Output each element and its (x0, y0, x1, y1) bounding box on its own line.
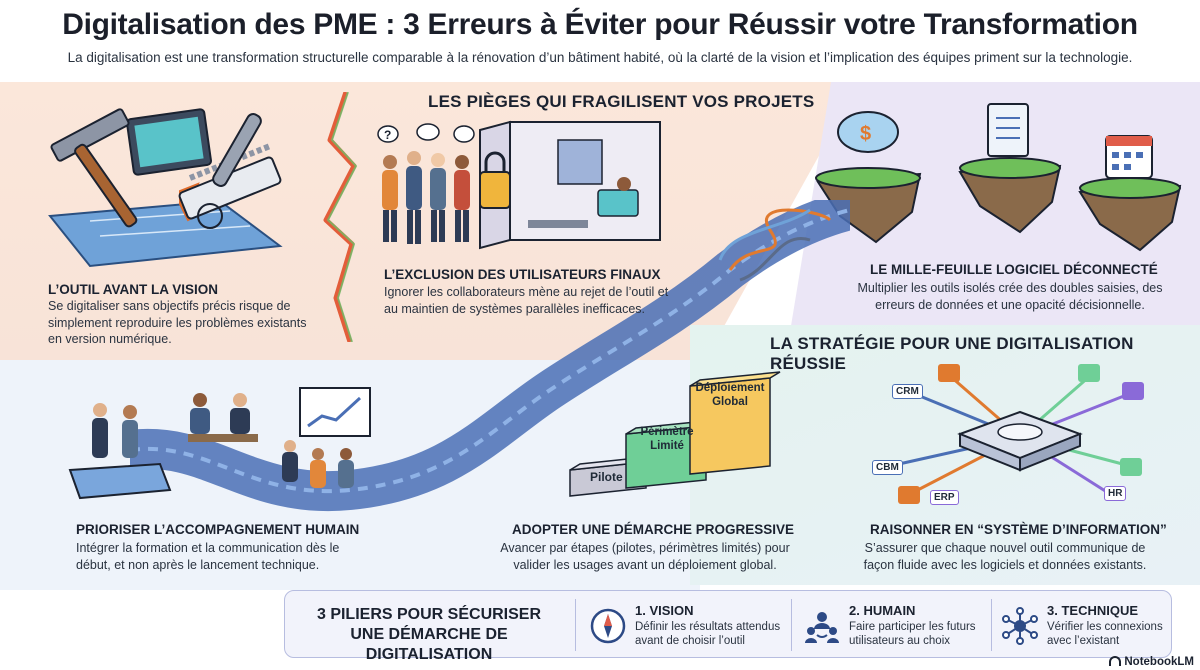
step-perimetre-line2: Limité (650, 439, 684, 452)
pillar-divider (991, 599, 992, 651)
strategy-heading: LA STRATÉGIE POUR UNE DIGITALISATION RÉU… (770, 334, 1134, 373)
team-meeting-icon (68, 387, 371, 500)
information-system-hub: CRM CBM ERP HR (870, 362, 1170, 512)
step-deploiement-label: Déploiement Global (692, 382, 768, 410)
road-path-icon (130, 200, 850, 512)
page-subtitle: La digitalisation est une transformation… (67, 50, 1133, 65)
strategy-title-system: RAISONNER EN “SYSTÈME D’INFORMATION” (870, 522, 1167, 537)
pillar-vision: 1. VISION Définir les résultats attendus… (585, 601, 785, 651)
steps-blocks (569, 371, 781, 497)
pillar-technical: 3. TECHNIQUE Vérifier les connexions ave… (997, 601, 1167, 651)
pillar-vision-desc: Définir les résultats attendus avant de … (635, 621, 781, 648)
hub-crm-label: CRM (892, 384, 923, 399)
brand-logo: NotebookLM (1109, 656, 1194, 668)
strategy-text-human: Intégrer la formation et la communicatio… (76, 541, 340, 572)
team-icon (805, 612, 839, 643)
hub-cbm-label: CBM (872, 460, 903, 475)
step-pilote-label: Pilote (590, 470, 623, 484)
hub-diagram (889, 364, 1144, 504)
traps-heading: LES PIÈGES QUI FRAGILISENT VOS PROJETS (428, 92, 815, 111)
trap-text-exclusion: Ignorer les collaborateurs mène au rejet… (384, 285, 669, 316)
pillars-panel: 3 PILIERS POUR SÉCURISER UNE DÉMARCHE DE… (284, 590, 1172, 663)
excluded-users-icon: ? (377, 120, 661, 250)
pillar-technical-desc: Vérifier les connexions avec l’existant (1047, 621, 1163, 648)
step-perimetre-line1: Périmètre (640, 426, 694, 438)
svg-text:$: $ (860, 123, 871, 145)
progressive-steps: Pilote Périmètre Limité Déploiement Glob… (560, 370, 810, 510)
pillar-human-desc: Faire participer les futurs utilisateurs… (849, 621, 976, 648)
strategy-title-human: PRIORISER L’ACCOMPAGNEMENT HUMAIN (76, 522, 360, 537)
network-icon (1002, 607, 1038, 645)
step-deploiement-line2: Global (712, 395, 748, 408)
trap-text-vision: Se digitaliser sans objectifs précis ris… (48, 299, 307, 346)
trap-title-exclusion: L’EXCLUSION DES UTILISATEURS FINAUX (384, 267, 661, 282)
step-perimetre-label: Périmètre Limité (632, 426, 702, 454)
strategy-title-progressive: ADOPTER UNE DÉMARCHE PROGRESSIVE (512, 522, 795, 537)
pillar-vision-name: 1. VISION (635, 603, 694, 618)
pillar-human-name: 2. HUMAIN (849, 603, 916, 618)
pillar-divider (575, 599, 576, 651)
compass-icon (590, 608, 626, 644)
notebooklm-icon (1109, 656, 1122, 666)
hub-erp-label: ERP (930, 490, 959, 505)
broken-tools-icon (48, 108, 283, 268)
pillars-title: 3 PILIERS POUR SÉCURISER UNE DÉMARCHE DE… (316, 606, 542, 663)
pillar-divider (791, 599, 792, 651)
strategy-text-progressive: Avancer par étapes (pilotes, périmètres … (500, 541, 790, 572)
brand-name: NotebookLM (1124, 656, 1194, 668)
strategy-text-system: S’assurer que chaque nouvel outil commun… (863, 541, 1147, 572)
disconnected-tools-icon: $ (815, 103, 1182, 252)
trap-title-millefeuille: LE MILLE-FEUILLE LOGICIEL DÉCONNECTÉ (870, 262, 1158, 277)
hub-hr-label: HR (1104, 486, 1127, 501)
lightning-crack-icon (323, 92, 357, 342)
pillar-technical-name: 3. TECHNIQUE (1047, 603, 1139, 618)
step-deploiement-line1: Déploiement (695, 382, 765, 394)
trap-text-millefeuille: Multiplier les outils isolés crée des do… (857, 281, 1163, 312)
svg-text:?: ? (384, 128, 391, 142)
pillar-human: 2. HUMAIN Faire participer les futurs ut… (799, 601, 989, 651)
trap-title-vision: L’OUTIL AVANT LA VISION (48, 282, 219, 297)
page-title: Digitalisation des PME : 3 Erreurs à Évi… (62, 8, 1138, 41)
